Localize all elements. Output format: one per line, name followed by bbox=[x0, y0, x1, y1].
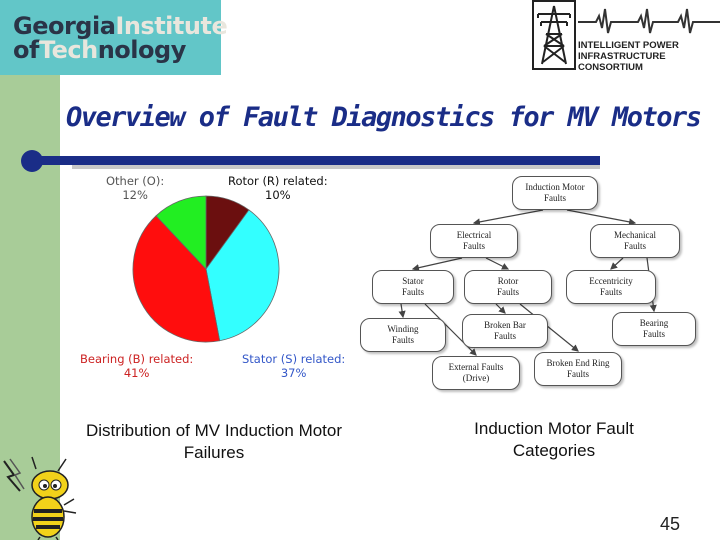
power-tower-icon bbox=[532, 0, 576, 70]
node-external-faults-drive: External Faults(Drive) bbox=[432, 356, 520, 390]
pie-slice-stator bbox=[205, 209, 280, 342]
georgia-tech-logo: GeorgiaInstitute ofTechnology bbox=[0, 0, 228, 75]
connector-root-to-mechanical bbox=[566, 209, 637, 226]
yellow-jacket-mascot-icon bbox=[3, 456, 77, 540]
left-decorative-strip bbox=[0, 0, 60, 540]
connector-electrical-to-stator bbox=[411, 257, 463, 272]
gt-logo-line-2: ofTechnology bbox=[13, 36, 186, 64]
ekg-waveform-icon bbox=[578, 8, 720, 34]
pie-label-other: Other (O): 12% bbox=[106, 174, 165, 202]
page-number: 45 bbox=[660, 514, 681, 534]
caption-failure-distribution: Distribution of MV Induction Motor Failu… bbox=[85, 421, 343, 462]
ipic-logo-text: INTELLIGENT POWER INFRASTRUCTURE CONSORT… bbox=[578, 40, 679, 73]
connector-electrical-to-rotor bbox=[485, 257, 510, 270]
failure-distribution-chart: Other (O): 12% Rotor (R) related: 10% Be… bbox=[72, 165, 354, 387]
ipic-logo: INTELLIGENT POWER INFRASTRUCTURE CONSORT… bbox=[532, 0, 720, 73]
pie-label-bearing: Bearing (B) related: 41% bbox=[80, 352, 194, 380]
caption-fault-categories: Induction Motor Fault Categories bbox=[474, 419, 634, 460]
title-underline-bar bbox=[21, 150, 600, 172]
pie-slice-bearing bbox=[132, 215, 221, 343]
pie-label-rotor: Rotor (R) related: 10% bbox=[228, 174, 328, 202]
connector-stator-to-winding bbox=[398, 303, 406, 319]
gt-logo-line-1: GeorgiaInstitute bbox=[13, 12, 228, 40]
connector-root-to-electrical bbox=[472, 209, 544, 226]
connector-rotor-to-broken_bar bbox=[495, 303, 506, 314]
pie-chart bbox=[132, 195, 280, 343]
connector-mechanical-to-eccentricity bbox=[610, 257, 624, 270]
connector-rotor-to-end_ring bbox=[519, 303, 579, 352]
pie-slice-other bbox=[155, 195, 207, 271]
slide-title: Overview of Fault Diagnostics for MV Mot… bbox=[66, 102, 702, 133]
pie-label-stator: Stator (S) related: 37% bbox=[242, 352, 346, 380]
